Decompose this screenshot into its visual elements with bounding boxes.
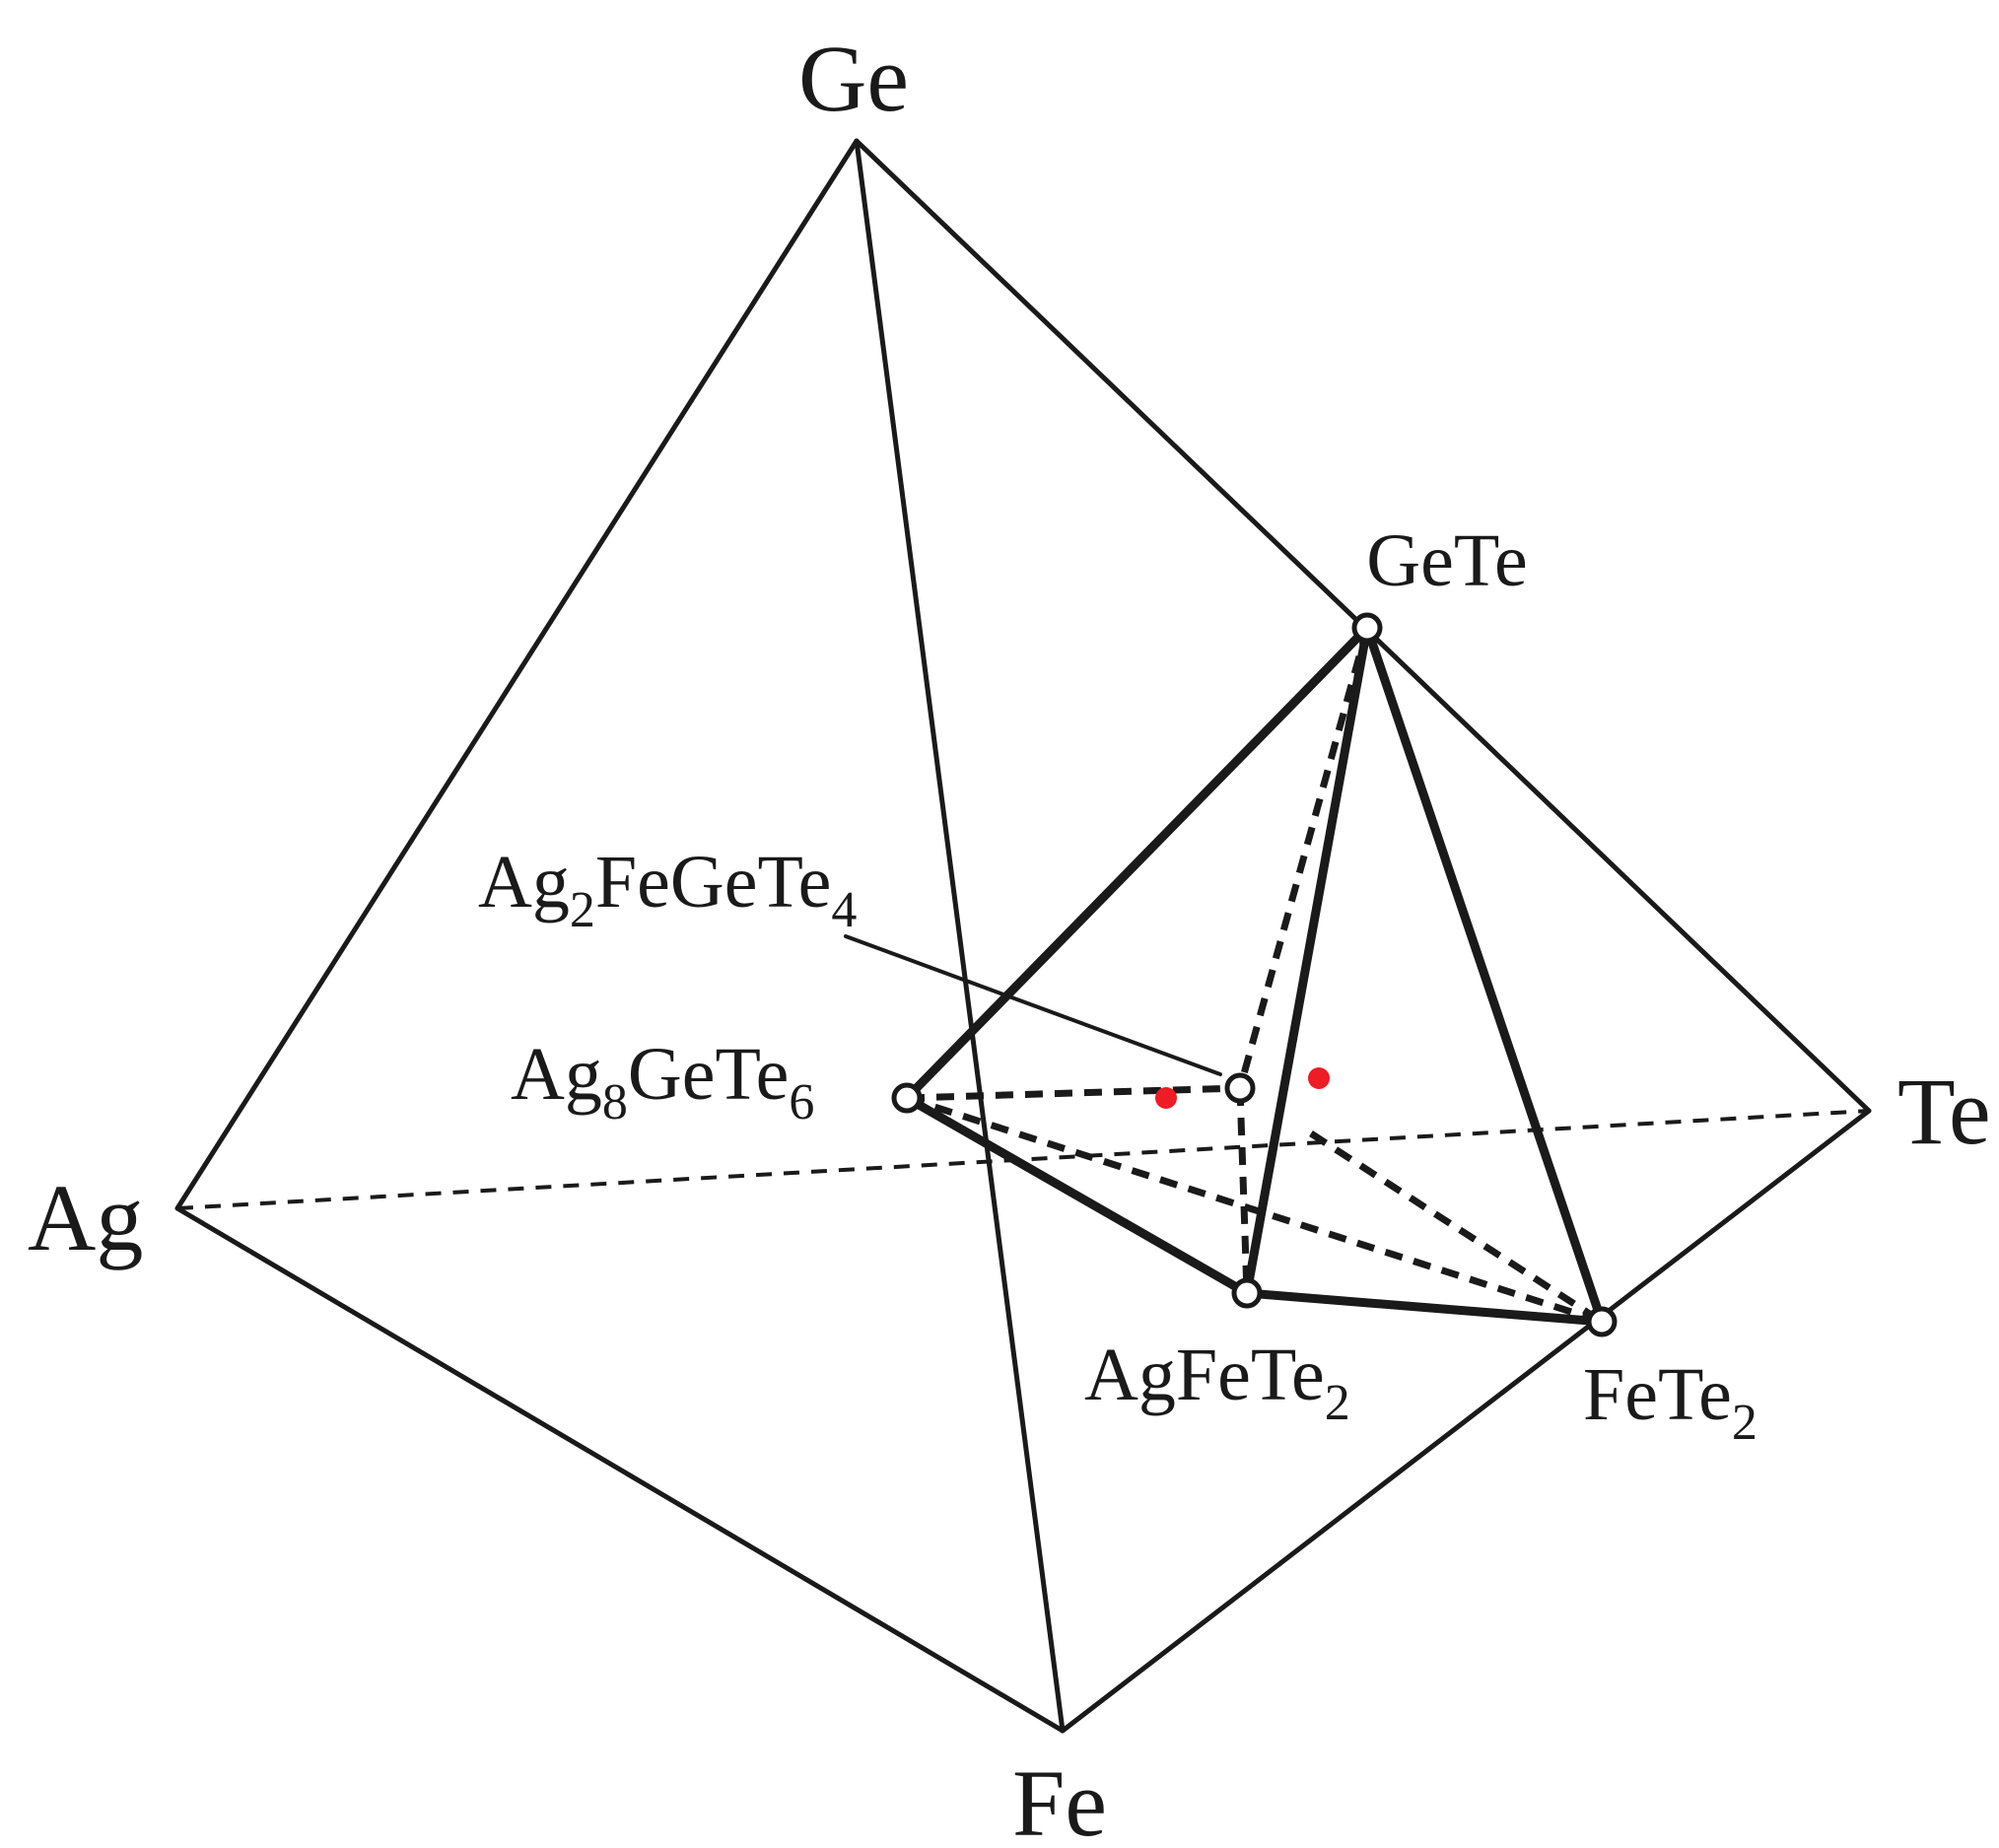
edge-ag-te bbox=[176, 1109, 1870, 1210]
sample-point-red-2 bbox=[1308, 1067, 1330, 1089]
ag2fegete4-sub-4: 4 bbox=[831, 882, 857, 938]
ag2fegete4-leader-line bbox=[844, 934, 1222, 1076]
node-ag2fegete4 bbox=[1224, 1072, 1256, 1104]
edge-ge-ag bbox=[174, 138, 860, 1211]
compound-label-ag8gete6: Ag8GeTe6 bbox=[511, 1033, 814, 1130]
ag2fegete4-part-fegete: FeGeTe bbox=[595, 841, 831, 924]
vertex-label-ge: Ge bbox=[798, 26, 909, 131]
tie-gete-fete2 bbox=[1362, 623, 1607, 1327]
fete2-part-fete: FeTe bbox=[1583, 1353, 1732, 1436]
compound-label-agfete2: AgFeTe2 bbox=[1084, 1334, 1350, 1431]
agfete2-sub-2: 2 bbox=[1325, 1375, 1350, 1431]
ag8gete6-sub-6: 6 bbox=[789, 1074, 814, 1130]
fete2-sub-2: 2 bbox=[1732, 1395, 1758, 1451]
vertex-label-fe: Fe bbox=[1012, 1750, 1107, 1848]
edge-fe-te bbox=[1060, 1108, 1872, 1734]
edge-ag-fe bbox=[174, 1205, 1066, 1734]
compound-label-fete2: FeTe2 bbox=[1583, 1353, 1758, 1451]
tie-agfete2-line-fete2 bbox=[1309, 1130, 1604, 1325]
tie-ag8gete6-ag2fegete4 bbox=[906, 1084, 1241, 1102]
vertex-label-te: Te bbox=[1897, 1059, 1991, 1164]
tie-gete-ag8gete6 bbox=[902, 623, 1372, 1103]
vertex-label-ag: Ag bbox=[28, 1165, 143, 1270]
ag2fegete4-part-ag: Ag bbox=[478, 841, 570, 924]
compound-label-gete: GeTe bbox=[1366, 519, 1527, 602]
tie-ag8gete6-agfete2 bbox=[902, 1093, 1252, 1298]
compound-label-ag2fegete4: Ag2FeGeTe4 bbox=[478, 841, 857, 938]
ag8gete6-part-ag: Ag bbox=[511, 1033, 602, 1116]
tie-gete-ag2fegete4 bbox=[1236, 627, 1371, 1089]
tie-gete-agfete2 bbox=[1242, 623, 1372, 1298]
edge-ge-fe bbox=[854, 138, 1066, 1734]
ag8gete6-part-gete: GeTe bbox=[628, 1033, 789, 1116]
ag2fegete4-sub-2: 2 bbox=[570, 882, 595, 938]
node-agfete2 bbox=[1231, 1277, 1263, 1309]
sample-point-red-1 bbox=[1155, 1087, 1177, 1109]
tie-ag2fegete4-agfete2 bbox=[1236, 1087, 1251, 1294]
node-ag8gete6 bbox=[891, 1082, 923, 1114]
tie-agfete2-fete2 bbox=[1242, 1288, 1607, 1327]
node-fete2 bbox=[1586, 1306, 1618, 1337]
tie-ag8gete6-fete2 bbox=[905, 1094, 1604, 1326]
ag8gete6-sub-8: 8 bbox=[602, 1074, 628, 1130]
node-gete bbox=[1351, 612, 1383, 644]
agfete2-part-agfete: AgFeTe bbox=[1084, 1334, 1325, 1416]
